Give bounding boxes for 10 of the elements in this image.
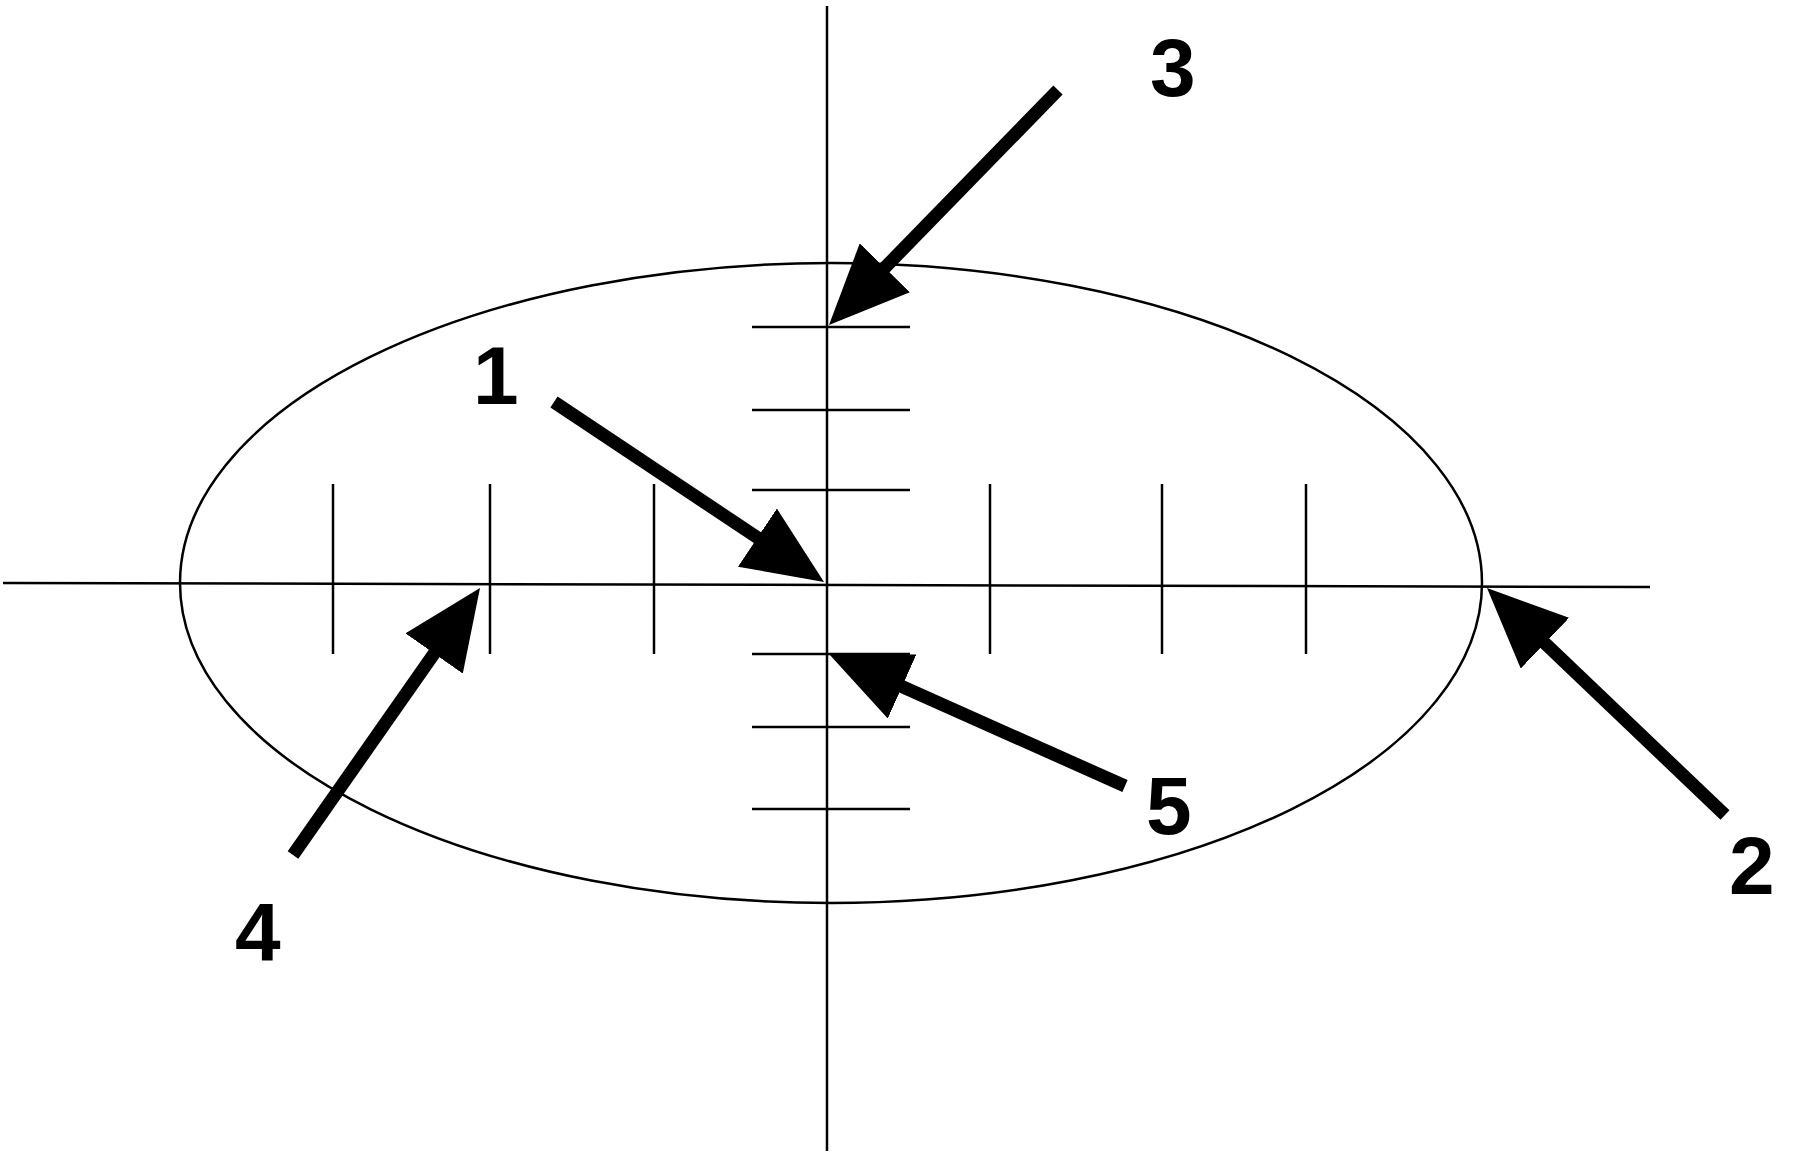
callout-number: 3: [1150, 27, 1196, 109]
arrow: [829, 654, 1128, 792]
arrow: [550, 396, 824, 582]
callout-number: 1: [473, 335, 519, 417]
callout-number: 2: [1729, 825, 1775, 907]
callout-number: 4: [235, 891, 281, 973]
arrow: [1487, 588, 1730, 820]
callout-number: 5: [1146, 765, 1192, 847]
arrow: [829, 85, 1063, 325]
arrow: [287, 588, 480, 859]
